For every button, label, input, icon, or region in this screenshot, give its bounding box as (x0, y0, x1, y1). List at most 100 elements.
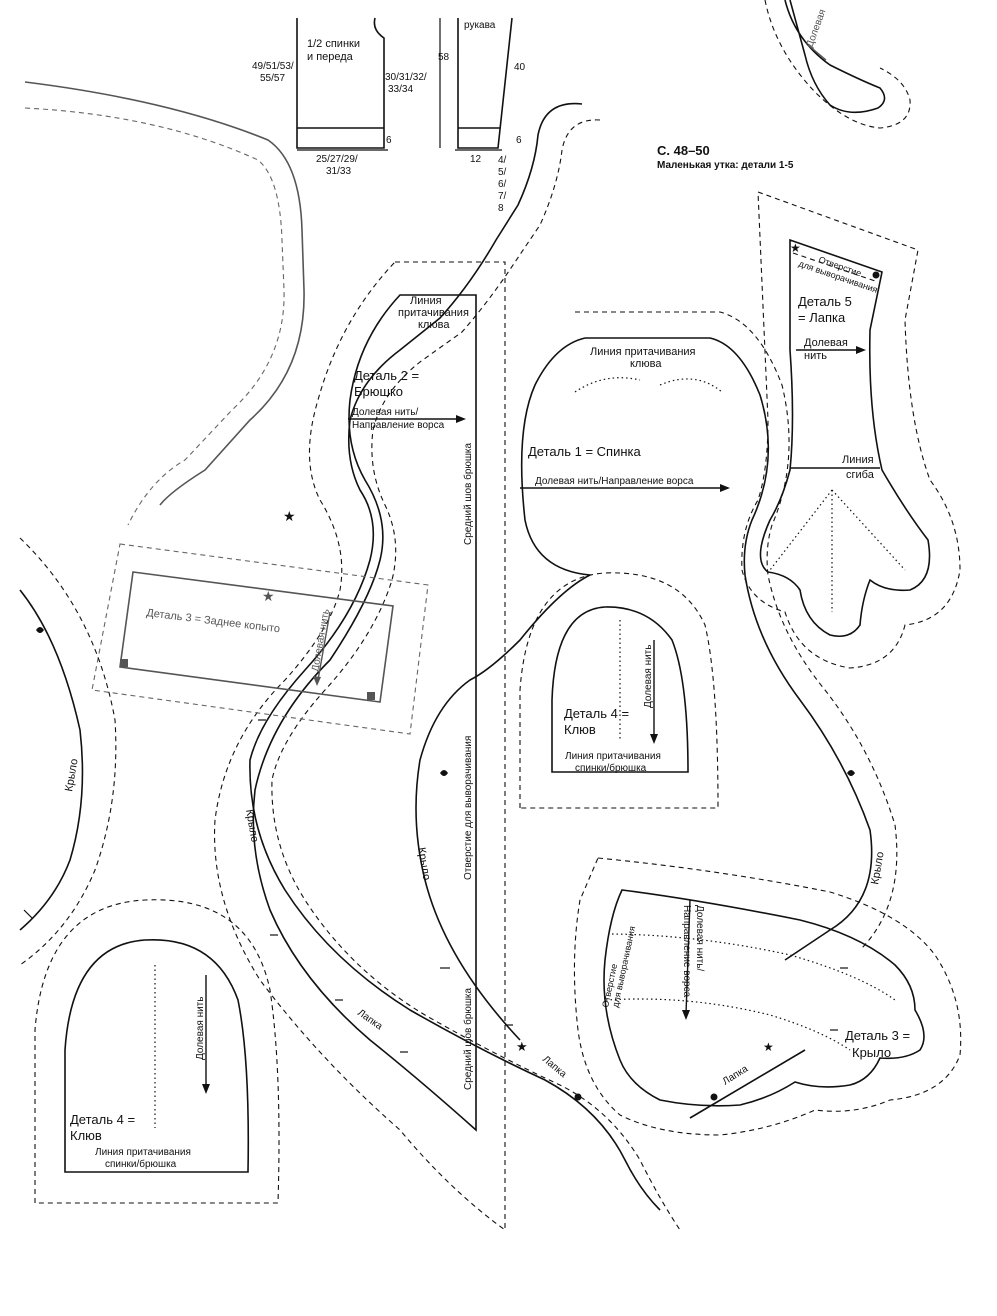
part3-hoof-outline (119, 571, 394, 703)
part1-grain: Долевая нить/Направление ворса (535, 476, 694, 487)
part5-fold-1: Линия (842, 454, 874, 466)
part5-fold-2: сгиба (846, 469, 875, 481)
part2-star-mark: ★ (283, 508, 296, 524)
bottom-sizes-2: 31/33 (326, 166, 351, 177)
wing-right-label: Крыло (869, 851, 887, 886)
sleeve-40: 40 (514, 62, 526, 73)
part3-wing-title-2: Крыло (852, 1045, 891, 1060)
top-foot-grain: Долевая (804, 8, 828, 49)
part4-right-grain: Долевая нить (643, 645, 654, 708)
rib-6-right: 6 (516, 135, 522, 146)
neck-curve-outline (249, 102, 661, 1211)
part3-wing-foot-label: Лапка (721, 1063, 751, 1087)
part3-corner-mark-left (120, 659, 128, 667)
part2-title-2: Брюшко (354, 384, 403, 399)
sleeve-outline (457, 17, 513, 149)
wing-left-label: Крыло (63, 758, 81, 793)
part4-left-title-2: Клюв (70, 1128, 102, 1143)
part5-grain-1: Долевая (804, 337, 848, 349)
page-ref: С. 48–50 (657, 143, 710, 158)
part2-title-1: Деталь 2 = (354, 368, 419, 383)
part4-left-title-1: Деталь 4 = (70, 1112, 135, 1127)
part5-title-1: Деталь 5 (798, 294, 852, 309)
top-arc-seam (24, 107, 285, 526)
part2-belly-seam (214, 261, 506, 1232)
sleeve-58: 58 (438, 52, 450, 63)
sleeve-label: рукава (464, 20, 496, 31)
cuff-sizes-0: 4/ (498, 155, 507, 166)
part4-right-outline (551, 606, 689, 773)
bottom-sizes-1: 25/27/29/ (316, 154, 358, 165)
part5-toe-lines (769, 489, 906, 612)
part3-wing-grain-2: Направление ворса (681, 905, 692, 998)
part3-wing-seam (573, 857, 962, 1136)
part2-turning-opening: Отверстие для выворачивания (463, 736, 474, 880)
width-sizes-1: 49/51/53/ (252, 61, 294, 72)
part3-wing-feather-1 (611, 933, 896, 1001)
part5-opening-line (792, 252, 879, 283)
part3-wing-foot-line (689, 1049, 806, 1119)
part3-wing-grain-1: Долевая нить/ (694, 905, 705, 971)
part3-wing-grain-line (685, 899, 691, 1015)
cuff-sizes-3: 7/ (498, 191, 507, 202)
part3-hoof-seam (91, 543, 429, 735)
left-wing-tick (23, 909, 33, 919)
body-notch-left (440, 770, 448, 776)
part3-grain-line (317, 611, 331, 681)
part4-left-join-2: спинки/брюшка (105, 1158, 177, 1170)
part5-title-2: = Лапка (798, 310, 846, 325)
neck-curve-seam (271, 119, 681, 1231)
cuff-sizes-1: 5/ (498, 167, 507, 178)
wing-mid-label: Крыло (243, 808, 261, 843)
part4-right-title-2: Клюв (564, 722, 596, 737)
wing-dot-mark (710, 1093, 718, 1101)
part2-belly-outline (252, 294, 477, 1132)
part1-grain-arrowhead (720, 484, 730, 492)
part4-right-title-1: Деталь 4 = (564, 706, 629, 721)
part3-grain-arrowhead (313, 676, 321, 686)
part2-grain-1: Долевая нить/ (352, 407, 418, 418)
width-sizes-2: 55/57 (260, 73, 285, 84)
back-front-label-2: и переда (307, 51, 354, 63)
rib-6-left: 6 (386, 135, 392, 146)
cuff-12: 12 (470, 154, 482, 165)
part3-wing-feather-2 (605, 998, 851, 1051)
part5-foot-outline (759, 238, 931, 638)
length-sizes-1: 30/31/32/ (385, 72, 427, 83)
body-tick-marks (258, 719, 848, 1053)
part2-beak-line-2: притачивания (398, 307, 469, 319)
part4-left-join-1: Линия притачивания (95, 1147, 191, 1158)
cuff-sizes-2: 6/ (498, 179, 507, 190)
body-dot-mark (574, 1093, 582, 1101)
part2-center-seam-top: Средний шов брюшка (462, 442, 474, 545)
part1-beak-line-2: клюва (630, 358, 662, 370)
part3-wing-title-1: Деталь 3 = (845, 1028, 910, 1043)
part4-left-outline (64, 939, 250, 1173)
part1-back-outline (585, 337, 873, 961)
back-front-label-1: 1/2 спинки (307, 38, 360, 50)
top-foot-seam (764, 0, 911, 129)
left-wing-outline (19, 589, 84, 931)
part1-title: Деталь 1 = Спинка (528, 444, 641, 459)
part3-star-mark: ★ (262, 588, 275, 604)
part1-back-seam (575, 311, 898, 951)
part2-beak-line-1: Линия (410, 295, 442, 307)
top-foot-grain-line (807, 44, 827, 61)
length-sizes-2: 33/34 (388, 84, 413, 95)
sweater-schematic: 1/2 спинки и переда 49/51/53/ 55/57 30/3… (252, 17, 526, 214)
cuff-sizes-4: 8 (498, 203, 504, 214)
part5-star-mark: ★ (790, 241, 801, 255)
part4-right-grain-arrowhead (650, 734, 658, 744)
part4-right-join-2: спинки/брюшка (575, 762, 647, 774)
part4-right-join-1: Линия притачивания (565, 751, 661, 762)
part1-eye-right (659, 378, 723, 393)
part4-left-grain: Долевая нить (195, 997, 206, 1060)
part1-eye-left (574, 377, 641, 393)
body-star-mark: ★ (516, 1039, 528, 1054)
part5-grain-2: нить (804, 350, 827, 362)
top-foot-outline (784, 0, 886, 114)
part5-dot-mark (872, 271, 880, 279)
part1-back-left-outline (415, 337, 593, 1041)
part3-wing-grain-arrowhead (682, 1010, 690, 1020)
